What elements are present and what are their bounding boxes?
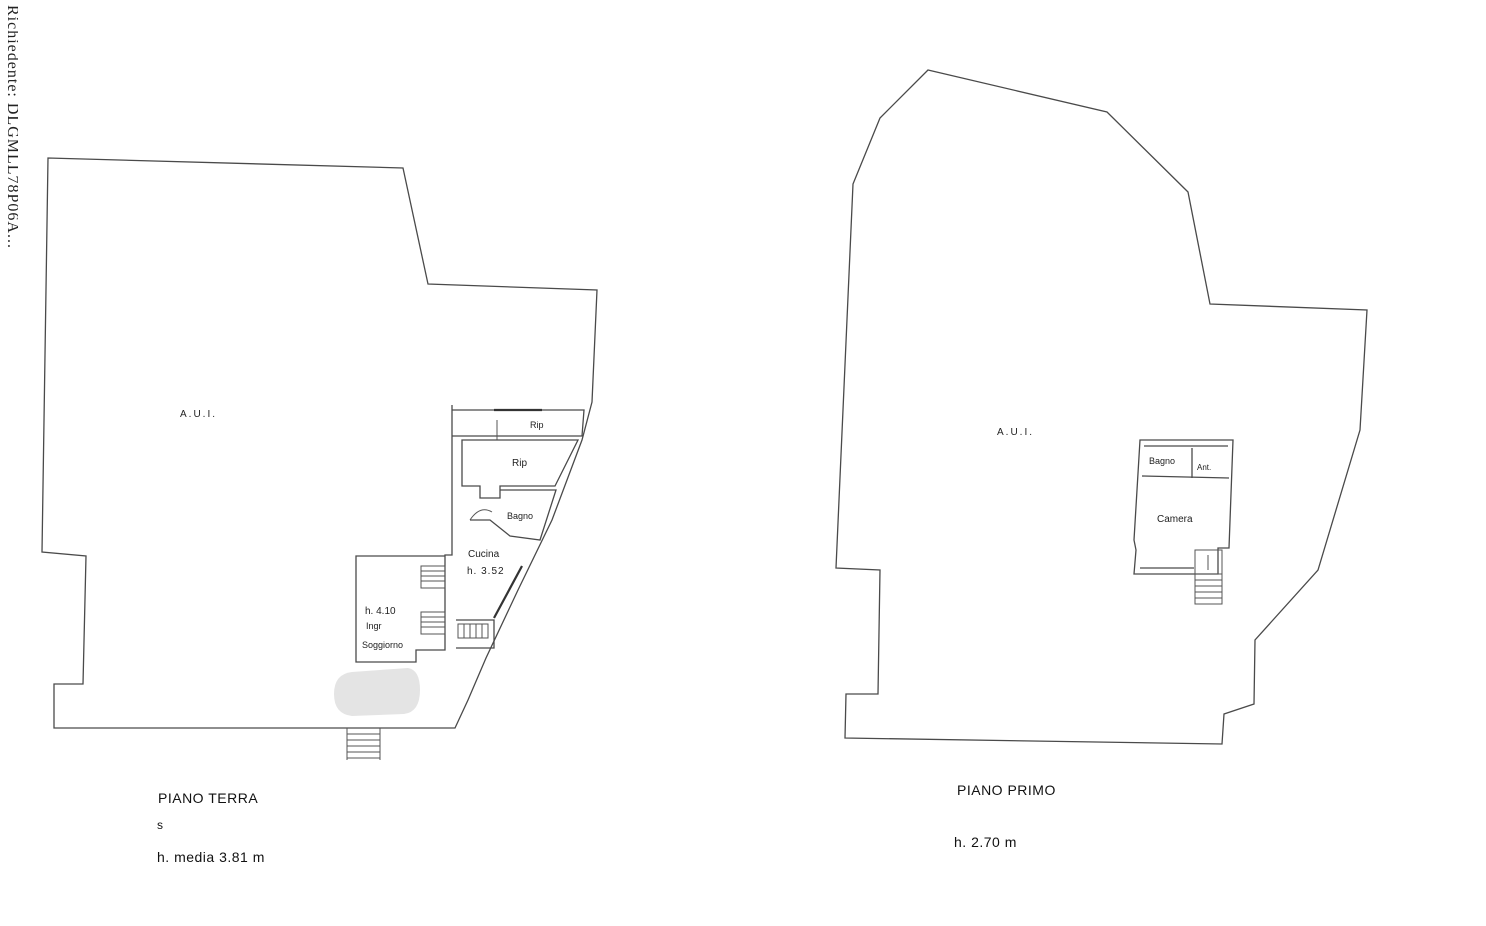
plan-piano-terra: A.U.I. Rip Rip Bagno Cucina h. 3.52 h. 4…	[41, 157, 598, 760]
pt-label-soggiorno: Soggiorno	[362, 640, 403, 650]
pt-bagno-walls	[470, 489, 557, 541]
pt-height-note: h. media 3.81 m	[157, 849, 265, 865]
pp-title: PIANO PRIMO	[957, 782, 1056, 798]
pt-label-cucina: Cucina	[468, 549, 500, 560]
margin-stamp: Richiedente: DLGMLL78P06A...	[4, 5, 18, 249]
pt-rip-mid-walls	[461, 439, 580, 499]
pt-label-rip-mid: Rip	[512, 458, 527, 469]
pp-label-anti: Ant.	[1197, 463, 1211, 472]
pt-label-ingr-h: h. 4.10	[365, 606, 396, 617]
pt-mark: s	[157, 818, 164, 832]
pt-cucina-lower-wall	[456, 619, 495, 649]
pt-entry-stair	[346, 728, 381, 760]
pt-label-cucina-h: h. 3.52	[467, 566, 505, 577]
pp-label-aui: A.U.I.	[997, 427, 1034, 438]
pt-label-bagno: Bagno	[507, 511, 533, 521]
pt-outer-wall	[41, 157, 598, 729]
pt-stair-middle	[420, 611, 446, 635]
pt-bagno-door-arc	[469, 509, 493, 521]
pt-redaction	[334, 668, 420, 716]
pt-label-aui: A.U.I.	[180, 409, 217, 420]
pt-stair-upper	[420, 565, 446, 589]
pp-inner-offset	[1140, 445, 1228, 569]
pp-stair	[1194, 549, 1223, 605]
pp-label-bagno: Bagno	[1149, 456, 1175, 466]
pt-stair-lower	[457, 623, 489, 639]
pt-label-ingr: Ingr	[366, 621, 382, 631]
pp-outer-wall	[835, 69, 1368, 745]
pt-label-rip-top: Rip	[530, 420, 544, 430]
pp-label-camera: Camera	[1157, 514, 1193, 525]
pt-inner-block	[355, 405, 453, 663]
pp-bagno-anti-wall	[1141, 475, 1230, 479]
pp-height-note: h. 2.70 m	[954, 834, 1017, 850]
pt-rip-top-walls	[452, 409, 585, 437]
pt-cucina-diagonal-wall	[493, 565, 523, 619]
plan-piano-primo: A.U.I. Bagno Ant. Camera	[835, 69, 1368, 745]
pt-title: PIANO TERRA	[158, 790, 259, 806]
margin-stamp-text: Richiedente: DLGMLL78P06A...	[4, 5, 18, 249]
